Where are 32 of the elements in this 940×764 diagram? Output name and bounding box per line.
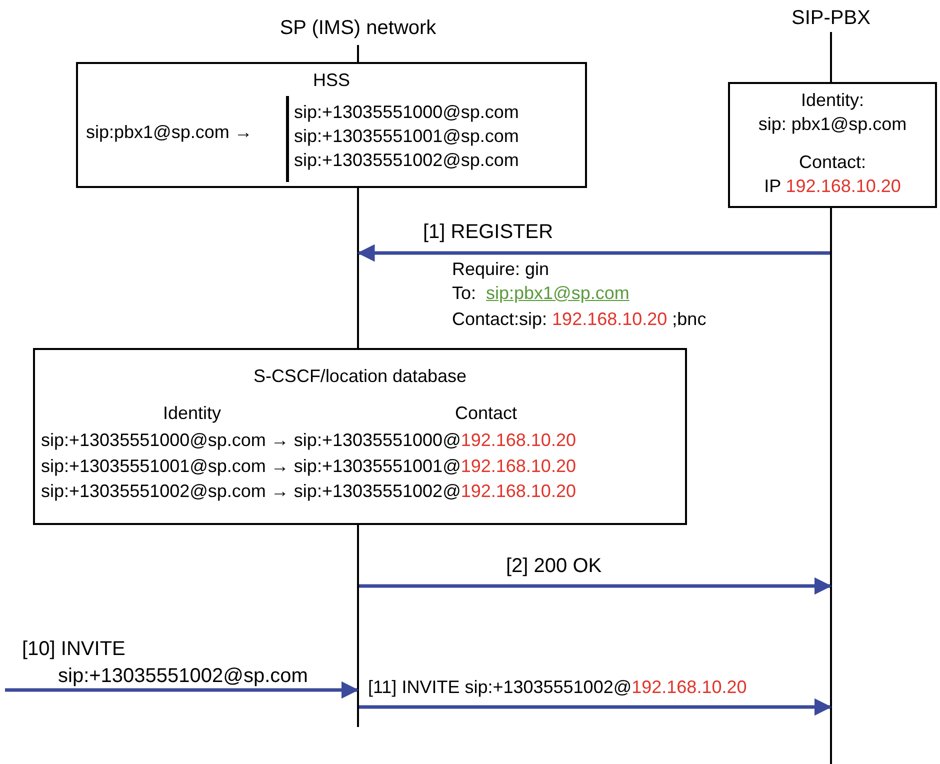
- column-header: Contact: [455, 403, 518, 425]
- table-row: sip:+13035551002@sp.com → sip:+13035551002@192.168.10.20: [41, 481, 576, 503]
- link-text: sip:pbx1@sp.com: [486, 283, 630, 305]
- message-label: [11] INVITE sip:+13035551002@192.168.10.20: [368, 677, 747, 699]
- message-arrow: [357, 244, 830, 262]
- message-label: [1] REGISTER: [423, 220, 554, 244]
- mapping-source: sip:pbx1@sp.com →: [86, 122, 252, 144]
- identity-entry: sip:+13035551000@sp.com: [294, 102, 519, 124]
- table-row: sip:+13035551001@sp.com → sip:+13035551001@192.168.10.20: [41, 456, 576, 478]
- header-text: Require: gin: [452, 259, 550, 281]
- header-text: To:: [452, 283, 476, 305]
- header-text: Contact:sip: 192.168.10.20 ;bnc: [452, 309, 706, 331]
- info-text: Identity:: [800, 90, 866, 112]
- box-title: S-CSCF/location database: [252, 366, 468, 388]
- message-arrow: [359, 577, 832, 595]
- identity-box: [728, 82, 937, 208]
- table-row: sip:+13035551000@sp.com → sip:+13035551000@192.168.10.20: [41, 430, 576, 452]
- database-box: [76, 62, 587, 188]
- message-label: [10] INVITE sip:+13035551002@sp.com: [22, 637, 309, 689]
- lifeline-heading: SIP-PBX: [790, 6, 872, 30]
- identity-entry: sip:+13035551001@sp.com: [294, 126, 519, 148]
- lifeline-heading: SP (IMS) network: [278, 16, 438, 40]
- info-text: sip: pbx1@sp.com: [757, 114, 908, 136]
- column-header: Identity: [163, 403, 222, 425]
- database-box: [33, 348, 687, 525]
- info-text: Contact:: [798, 152, 868, 174]
- box-title: HSS: [312, 70, 351, 92]
- message-arrow: [5, 681, 359, 699]
- info-text: IP 192.168.10.20: [763, 176, 902, 198]
- message-arrow: [359, 698, 832, 716]
- identity-entry: sip:+13035551002@sp.com: [294, 150, 519, 172]
- message-label: [2] 200 OK: [506, 554, 602, 578]
